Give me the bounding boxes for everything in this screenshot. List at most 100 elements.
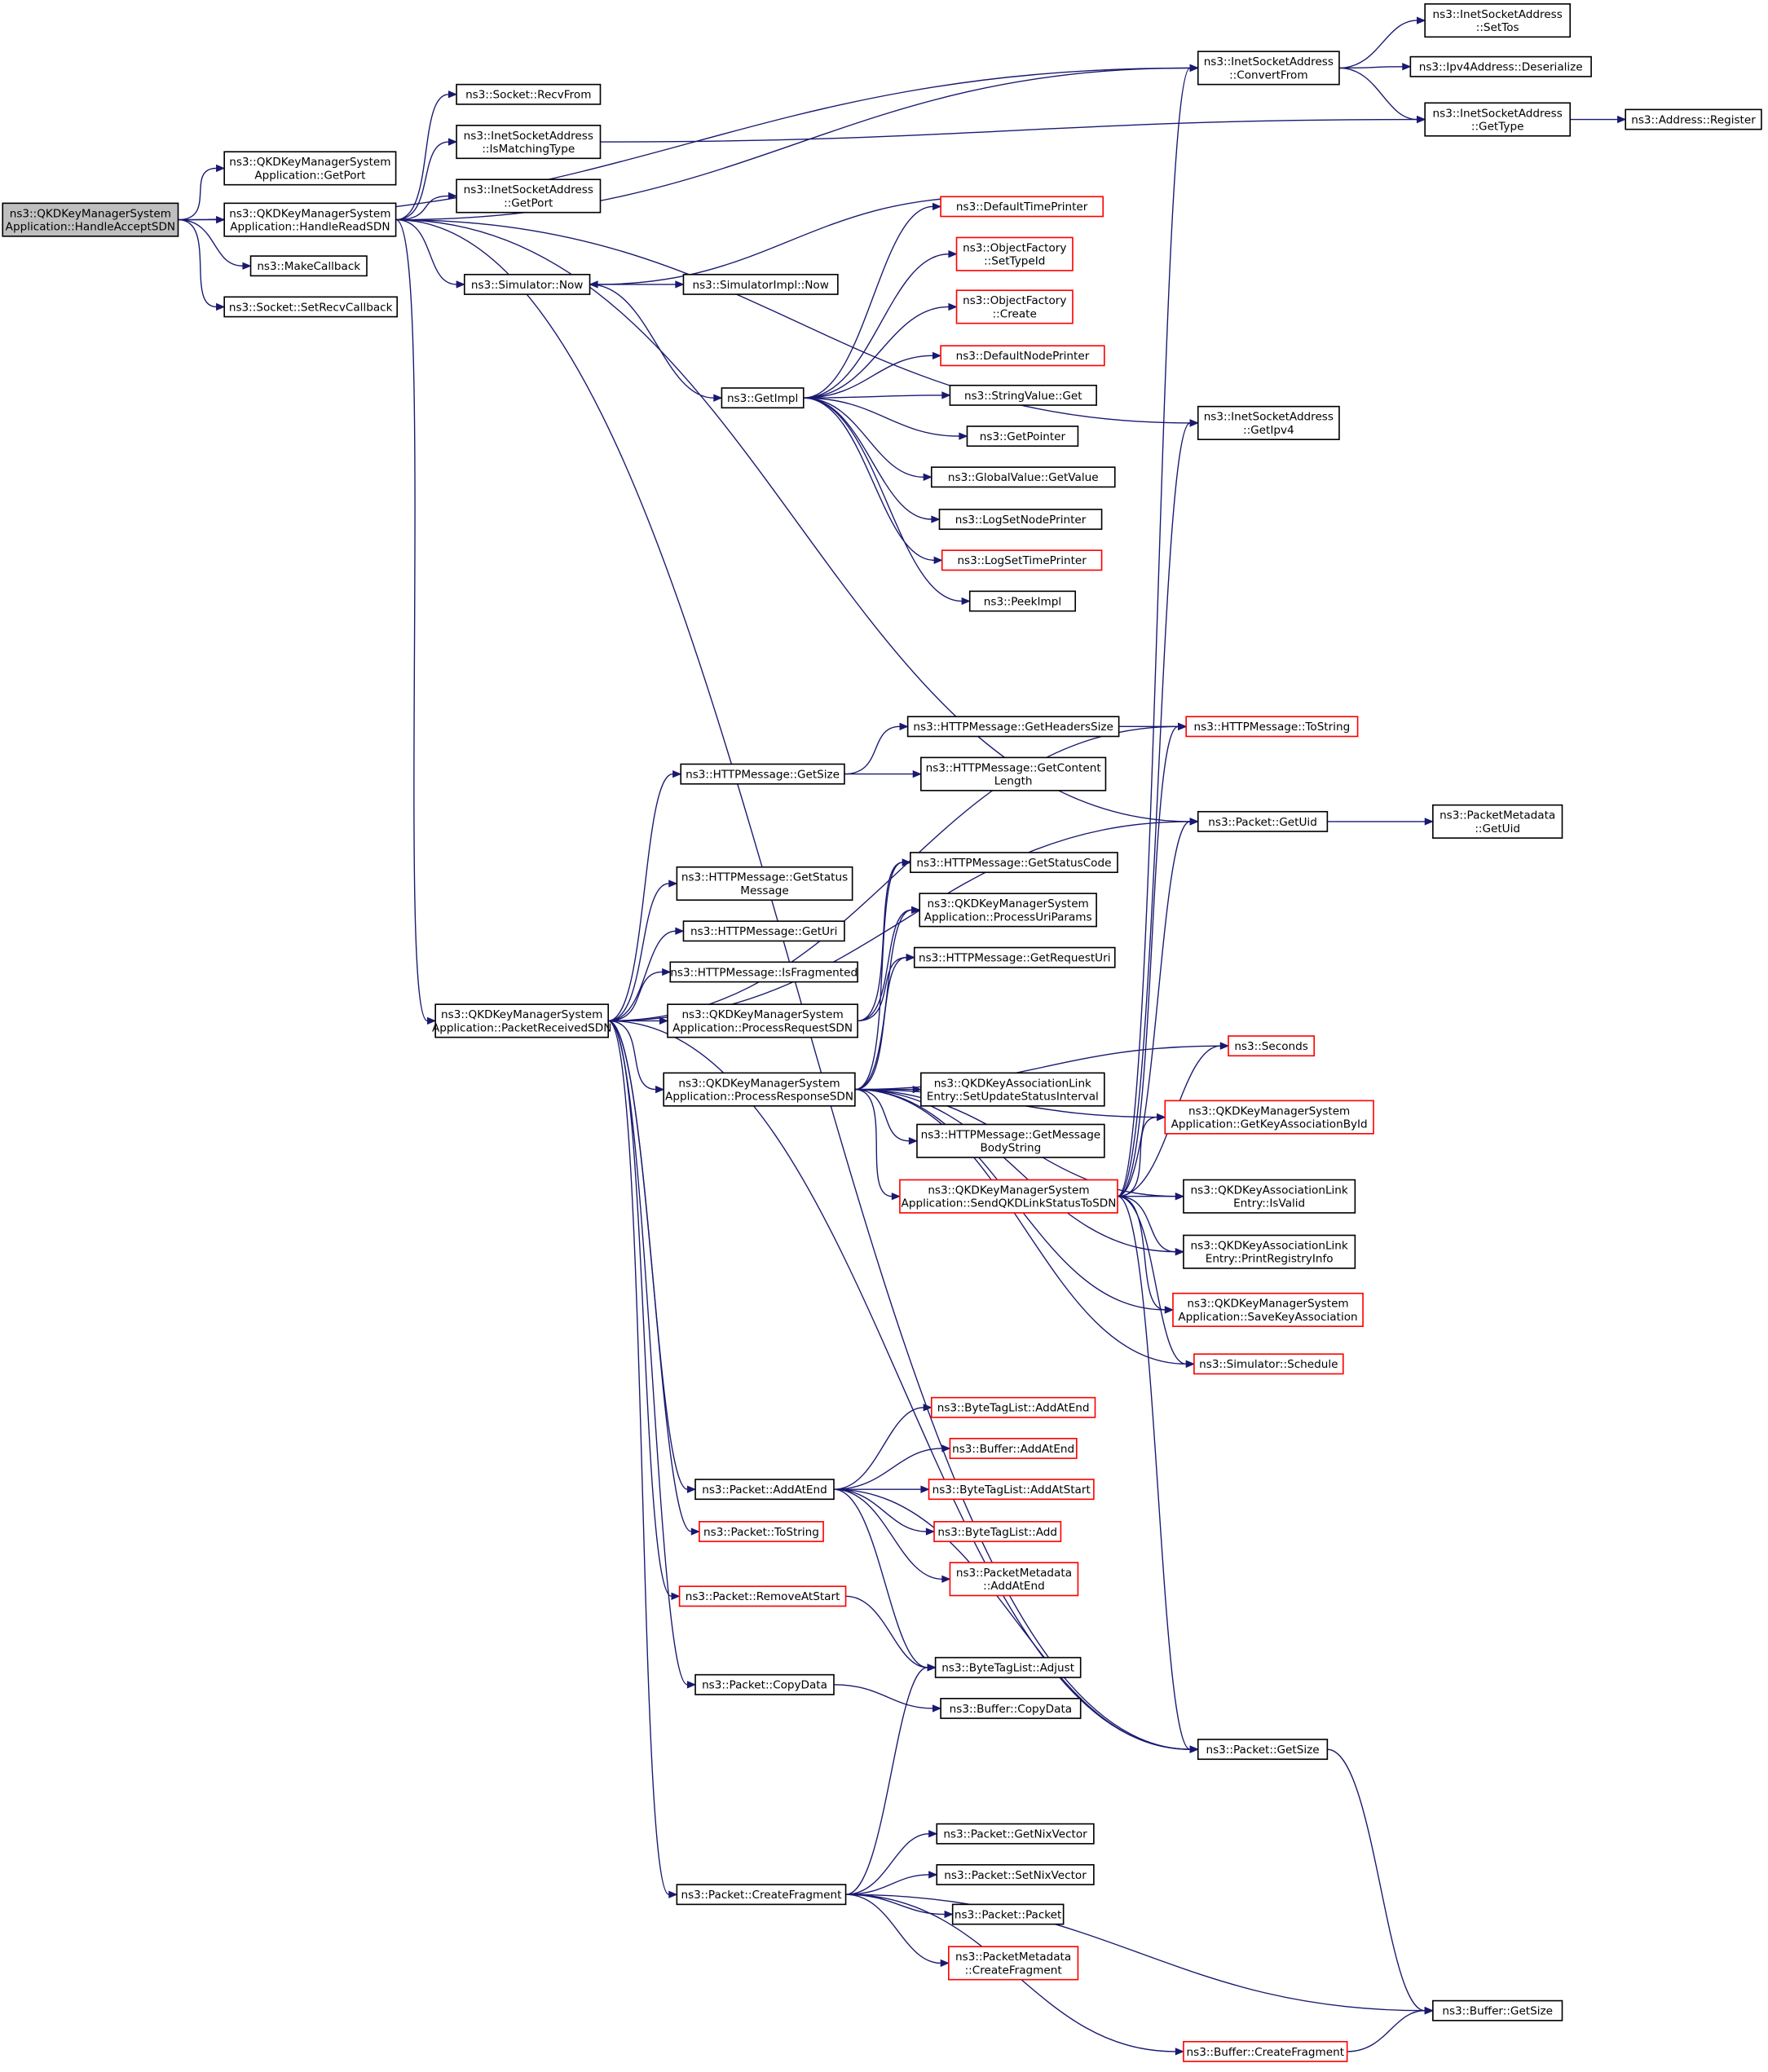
node-schedule[interactable]: ns3::Simulator::Schedule (1193, 1353, 1344, 1375)
node-packet-getsize[interactable]: ns3::Packet::GetSize (1197, 1739, 1329, 1761)
node-printregistry[interactable]: ns3::QKDKeyAssociationLinkEntry::PrintRe… (1183, 1234, 1356, 1269)
node-pm-createfragment[interactable]: ns3::PacketMetadata::CreateFragment (948, 1946, 1079, 1981)
edge-root-to-makecallback (178, 218, 252, 270)
node-peekimpl[interactable]: ns3::PeekImpl (968, 590, 1077, 612)
node-packet-removeatstart[interactable]: ns3::Packet::RemoveAtStart (678, 1585, 847, 1607)
node-box (1183, 2040, 1348, 2062)
node-box (949, 1562, 1079, 1597)
node-packet-tostring[interactable]: ns3::Packet::ToString (699, 1521, 824, 1542)
node-seconds[interactable]: ns3::Seconds (1228, 1035, 1315, 1057)
edge-ismatching-to-gettype (600, 115, 1426, 143)
node-label: ns3::QKDKeyAssociationLink (1191, 1184, 1348, 1197)
edge-packet-getuid-to-pm-getuid (1327, 818, 1434, 826)
node-globalvalue[interactable]: ns3::GlobalValue::GetValue (930, 466, 1116, 488)
node-convertfrom[interactable]: ns3::InetSocketAddress::ConvertFrom (1197, 51, 1340, 86)
node-setnixvector[interactable]: ns3::Packet::SetNixVector (936, 1863, 1095, 1885)
arrowhead-icon (668, 879, 678, 888)
node-packet-getuid[interactable]: ns3::Packet::GetUid (1197, 810, 1329, 832)
node-savekeyassoc[interactable]: ns3::QKDKeyManagerSystemApplication::Sav… (1172, 1292, 1364, 1328)
node-simnow[interactable]: ns3::Simulator::Now (463, 273, 591, 295)
node-packet-addatend[interactable]: ns3::Packet::AddAtEnd (694, 1479, 835, 1501)
edge-line (833, 1488, 927, 1532)
edge-packetreceived-to-packet-getsize (608, 1020, 1199, 1753)
node-http-tostring[interactable]: ns3::HTTPMessage::ToString (1185, 716, 1359, 738)
node-of-settypeid[interactable]: ns3::ObjectFactory::SetTypeId (955, 236, 1074, 271)
arrowhead-icon (672, 769, 682, 778)
node-getnixvector[interactable]: ns3::Packet::GetNixVector (936, 1823, 1095, 1845)
arrowhead-icon (1189, 64, 1199, 73)
node-createfragment[interactable]: ns3::Packet::CreateFragment (676, 1884, 847, 1906)
edge-processrequest-to-http-getrequesturi (858, 954, 915, 1022)
node-stringvalueget[interactable]: ns3::StringValue::Get (949, 384, 1097, 406)
node-logsetnode[interactable]: ns3::LogSetNodePrinter (938, 509, 1103, 531)
arrowhead-icon (928, 1871, 938, 1879)
node-label: Application::ProcessUriParams (924, 910, 1092, 924)
node-defaulttimeprinter[interactable]: ns3::DefaultTimePrinter (940, 196, 1104, 218)
node-setrecvcb[interactable]: ns3::Socket::SetRecvCallback (223, 296, 399, 318)
node-processuriparams[interactable]: ns3::QKDKeyManagerSystemApplication::Pro… (919, 893, 1097, 928)
edge-line (395, 218, 1191, 424)
edge-line (833, 1488, 1191, 1750)
arrowhead-icon (589, 280, 598, 289)
node-inet-getport[interactable]: ns3::InetSocketAddress::GetPort (456, 179, 602, 214)
node-getimpl[interactable]: ns3::GetImpl (721, 387, 805, 409)
edge-line (607, 1020, 670, 1895)
node-label: ns3::HTTPMessage::GetHeadersSize (913, 721, 1113, 734)
node-packetreceived[interactable]: ns3::QKDKeyManagerSystemApplication::Pac… (432, 1003, 611, 1038)
node-btl-adjust[interactable]: ns3::ByteTagList::Adjust (934, 1656, 1082, 1678)
node-label: ns3::Packet::CopyData (702, 1679, 827, 1692)
node-http-geturi[interactable]: ns3::HTTPMessage::GetUri (682, 920, 845, 942)
node-of-create[interactable]: ns3::ObjectFactory::Create (955, 289, 1074, 324)
node-buf-copydata[interactable]: ns3::Buffer::CopyData (940, 1697, 1082, 1719)
node-root[interactable]: ns3::QKDKeyManagerSystemApplication::Han… (2, 202, 179, 237)
node-btl-addatend[interactable]: ns3::ByteTagList::AddAtEnd (930, 1396, 1096, 1418)
node-label: ns3::HTTPMessage::GetStatus (681, 871, 848, 884)
node-pm-getuid[interactable]: ns3::PacketMetadata::GetUid (1432, 804, 1563, 839)
node-settos[interactable]: ns3::InetSocketAddress::SetTos (1424, 3, 1572, 38)
node-gettype[interactable]: ns3::InetSocketAddress::GetType (1424, 102, 1572, 137)
node-btl-addatstart[interactable]: ns3::ByteTagList::AddAtStart (928, 1479, 1095, 1501)
node-http-getstatuscode[interactable]: ns3::HTTPMessage::GetStatusCode (910, 852, 1118, 874)
node-getipv4[interactable]: ns3::InetSocketAddress::GetIpv4 (1197, 405, 1340, 440)
arrowhead-icon (662, 968, 672, 976)
arrowhead-icon (456, 280, 465, 289)
edge-getimpl-to-globalvalue (803, 397, 932, 481)
node-pm-addatend[interactable]: ns3::PacketMetadata::AddAtEnd (949, 1562, 1079, 1597)
node-box (899, 1179, 1118, 1214)
node-ismatching[interactable]: ns3::InetSocketAddress::IsMatchingType (456, 125, 602, 160)
node-buf-createfragment[interactable]: ns3::Buffer::CreateFragment (1183, 2040, 1348, 2062)
node-makecallback[interactable]: ns3::MakeCallback (249, 255, 368, 277)
node-http-getsize[interactable]: ns3::HTTPMessage::GetSize (680, 763, 845, 785)
node-label: ns3::QKDKeyManagerSystem (10, 207, 171, 220)
node-packet-packet[interactable]: ns3::Packet::Packet (951, 1903, 1065, 1925)
node-defaultnodeprinter[interactable]: ns3::DefaultNodePrinter (940, 345, 1105, 367)
node-deserialize[interactable]: ns3::Ipv4Address::Deserialize (1409, 55, 1592, 77)
node-http-isfragmented[interactable]: ns3::HTTPMessage::IsFragmented (669, 961, 858, 983)
node-buf-addatend[interactable]: ns3::Buffer::AddAtEnd (949, 1438, 1078, 1459)
node-simimplnow[interactable]: ns3::SimulatorImpl::Now (682, 273, 839, 295)
node-recvfrom[interactable]: ns3::Socket::RecvFrom (456, 83, 602, 105)
node-register[interactable]: ns3::Address::Register (1625, 108, 1762, 130)
node-handleread[interactable]: ns3::QKDKeyManagerSystemApplication::Han… (223, 202, 397, 237)
node-getport-app[interactable]: ns3::QKDKeyManagerSystemApplication::Get… (223, 151, 397, 186)
arrowhead-icon (902, 858, 911, 866)
node-http-getrequesturi[interactable]: ns3::HTTPMessage::GetRequestUri (913, 946, 1116, 968)
node-packet-copydata[interactable]: ns3::Packet::CopyData (694, 1673, 835, 1695)
edge-line (1117, 821, 1191, 1197)
edge-processresponse-to-sendlinkstatus (854, 1088, 901, 1201)
node-buf-getsize[interactable]: ns3::Buffer::GetSize (1432, 1999, 1563, 2021)
node-http-getheaderssize[interactable]: ns3::HTTPMessage::GetHeadersSize (906, 716, 1120, 738)
node-logsettime[interactable]: ns3::LogSetTimePrinter (941, 549, 1103, 571)
node-processresponse[interactable]: ns3::QKDKeyManagerSystemApplication::Pro… (663, 1072, 856, 1107)
node-sendlinkstatus[interactable]: ns3::QKDKeyManagerSystemApplication::Sen… (899, 1179, 1118, 1214)
node-btl-add[interactable]: ns3::ByteTagList::Add (933, 1521, 1062, 1542)
node-getpointer[interactable]: ns3::GetPointer (966, 425, 1079, 447)
node-processrequest[interactable]: ns3::QKDKeyManagerSystemApplication::Pro… (667, 1003, 858, 1038)
node-setupdatestatus[interactable]: ns3::QKDKeyAssociationLinkEntry::SetUpda… (920, 1072, 1105, 1107)
node-getkeyassocbyid[interactable]: ns3::QKDKeyManagerSystemApplication::Get… (1164, 1100, 1374, 1135)
node-label: ns3::Buffer::GetSize (1442, 2005, 1553, 2018)
